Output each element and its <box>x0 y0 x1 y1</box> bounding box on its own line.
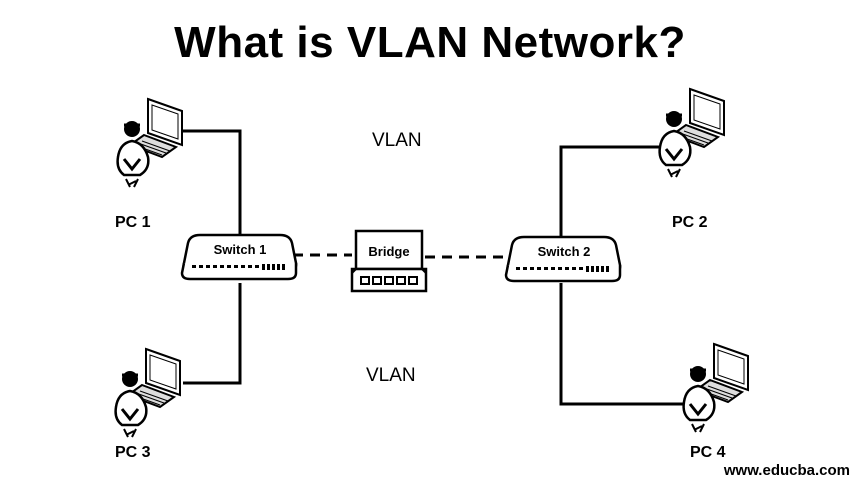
link-pc1-switch1 <box>183 129 242 238</box>
switch-1-label: Switch 1 <box>214 242 267 257</box>
switch-2-label: Switch 2 <box>538 244 591 259</box>
vlan-label-bottom: VLAN <box>366 365 416 386</box>
pc-4-label: PC 4 <box>690 444 726 461</box>
connections <box>183 129 684 406</box>
switch-2: Switch 2 <box>504 235 622 283</box>
link-pc3-switch1 <box>183 283 242 385</box>
pc-2-icon <box>658 87 725 178</box>
pc-1-label: PC 1 <box>115 214 151 231</box>
pc-2-label: PC 2 <box>672 214 708 231</box>
pc-3-label: PC 3 <box>115 444 151 461</box>
watermark-url: www.educba.com <box>723 462 850 479</box>
bridge: Bridge <box>350 229 428 293</box>
pc-3-icon <box>114 347 181 438</box>
link-pc2-switch2 <box>559 145 659 240</box>
vlan-label-top: VLAN <box>372 130 422 151</box>
bridge-label: Bridge <box>368 244 409 259</box>
link-pc4-switch2 <box>559 283 684 406</box>
page-title: What is VLAN Network? <box>174 18 686 67</box>
pc-1-icon <box>116 97 183 188</box>
pc-4-icon <box>682 342 749 433</box>
switch-1: Switch 1 <box>180 233 298 281</box>
